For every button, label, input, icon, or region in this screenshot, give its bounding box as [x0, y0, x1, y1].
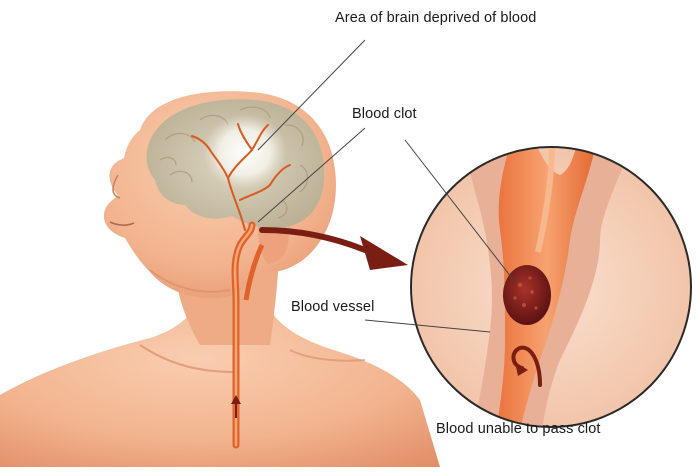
label-blood-unable: Blood unable to pass clot [436, 421, 601, 437]
magnified-view [410, 146, 692, 428]
leader-lines [257, 39, 516, 333]
label-brain-area: Area of brain deprived of blood [335, 10, 537, 26]
carotid-artery [231, 221, 265, 449]
brain [146, 99, 325, 231]
pointer-arrow [259, 227, 408, 270]
torso [0, 300, 440, 467]
label-blood-clot: Blood clot [352, 106, 417, 122]
blood-clot [503, 265, 551, 325]
label-blood-vessel: Blood vessel [291, 299, 375, 315]
